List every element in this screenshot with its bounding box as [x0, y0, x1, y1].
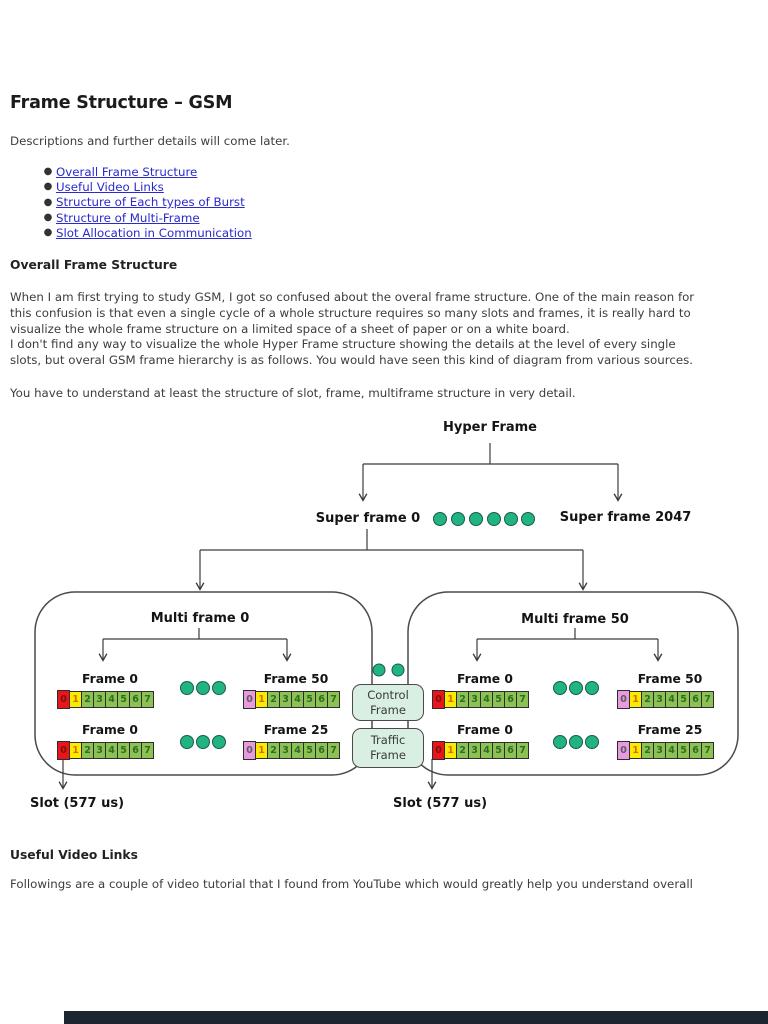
toc-item: ● Overall Frame Structure — [40, 164, 252, 179]
toc-item: ● Structure of Multi-Frame — [40, 210, 252, 225]
page-title: Frame Structure – GSM — [10, 93, 233, 113]
frame-label: Frame 0 — [457, 723, 513, 737]
super-frame-0-label: Super frame 0 — [315, 511, 421, 526]
ellipsis-dots-middle — [372, 663, 405, 677]
slot-cell: 7 — [141, 742, 154, 759]
slot-cell: 6 — [315, 691, 328, 708]
toc-link-slot-allocation[interactable]: Slot Allocation in Communication — [56, 225, 252, 240]
toc-link-structure-of-burst[interactable]: Structure of Each types of Burst — [56, 195, 245, 210]
slot-cell: 7 — [516, 691, 529, 708]
frame-label: Frame 25 — [637, 723, 703, 737]
slot-cell: 7 — [327, 742, 340, 759]
paragraph-line: I don't find any way to visualize the wh… — [10, 337, 676, 352]
toc-link-useful-video-links[interactable]: Useful Video Links — [56, 179, 164, 194]
slot-cell: 1 — [629, 691, 642, 708]
slot-cell: 7 — [701, 691, 714, 708]
slot-cell: 0 — [432, 741, 445, 760]
ellipsis-dots-left-top — [180, 681, 226, 695]
multiframe-50-box — [407, 591, 739, 776]
slot-cell: 4 — [291, 742, 304, 759]
paragraph-line: this confusion is that even a single cyc… — [10, 305, 691, 320]
bullet-icon: ● — [43, 181, 53, 193]
toc-item: ● Slot Allocation in Communication — [40, 225, 252, 240]
toc-link-overall-frame-structure[interactable]: Overall Frame Structure — [56, 164, 198, 179]
paragraph-3: Followings are a couple of video tutoria… — [10, 877, 693, 891]
bullet-icon: ● — [43, 196, 53, 208]
bullet-icon: ● — [43, 212, 53, 224]
slot-cell: 6 — [689, 691, 702, 708]
slot-cell: 5 — [303, 742, 316, 759]
slot-cell: 6 — [504, 691, 517, 708]
control-frame-box: Control Frame — [352, 684, 424, 721]
ellipsis-dots-right-bottom — [553, 735, 599, 749]
slot-cell: 7 — [516, 742, 529, 759]
section-heading-overall-frame-structure: Overall Frame Structure — [10, 258, 178, 272]
connector-lines — [34, 443, 739, 790]
frame-label: Frame 0 — [82, 723, 138, 737]
frame-label: Frame 50 — [637, 672, 703, 686]
bullet-icon: ● — [43, 227, 53, 239]
frame-hierarchy-diagram — [34, 443, 739, 790]
paragraph-2: You have to understand at least the stru… — [10, 386, 576, 400]
toc-item: ● Structure of Each types of Burst — [40, 195, 252, 210]
traffic-frame-box: Traffic Frame — [352, 728, 424, 768]
bullet-icon: ● — [43, 166, 53, 178]
slot-cell: 7 — [327, 691, 340, 708]
ellipsis-dots-left-bottom — [180, 735, 226, 749]
paragraph-1: When I am first trying to study GSM, I g… — [10, 290, 694, 369]
multi-frame-50-label: Multi frame 50 — [521, 612, 629, 627]
slot-cell: 2 — [81, 691, 94, 708]
super-frame-2047-label: Super frame 2047 — [559, 510, 692, 525]
viewer-bottom-bar — [64, 1011, 768, 1024]
multi-frame-0-label: Multi frame 0 — [150, 611, 250, 626]
frame-label: Frame 25 — [263, 723, 329, 737]
frame-label: Frame 0 — [457, 672, 513, 686]
ellipsis-dots-superframes — [433, 512, 535, 526]
frame-label: Frame 0 — [82, 672, 138, 686]
toc-list: ● Overall Frame Structure ● Useful Video… — [40, 164, 252, 240]
paragraph-line: When I am first trying to study GSM, I g… — [10, 290, 695, 304]
ellipsis-dots-right-top — [553, 681, 599, 695]
slot-duration-label-right: Slot (577 us) — [393, 796, 488, 811]
section-heading-useful-video-links: Useful Video Links — [10, 848, 138, 862]
toc-link-structure-of-multiframe[interactable]: Structure of Multi-Frame — [56, 210, 200, 225]
frame-label: Frame 50 — [263, 672, 329, 686]
paragraph-line: visualize the whole frame structure on a… — [10, 321, 570, 336]
slot-cell: 1 — [629, 742, 642, 759]
slot-cell: 4 — [105, 742, 118, 759]
slot-cell: 7 — [701, 742, 714, 759]
hyper-frame-label: Hyper Frame — [442, 420, 537, 435]
slot-cell: 2 — [456, 691, 469, 708]
intro-text: Descriptions and further details will co… — [10, 134, 290, 148]
slot-cell: 6 — [689, 742, 702, 759]
slot-cell: 7 — [141, 691, 154, 708]
multiframe-0-box — [34, 591, 373, 776]
paragraph-line: slots, but overal GSM frame hierarchy is… — [10, 353, 693, 368]
toc-item: ● Useful Video Links — [40, 179, 252, 194]
slot-duration-label-left: Slot (577 us) — [30, 796, 125, 811]
